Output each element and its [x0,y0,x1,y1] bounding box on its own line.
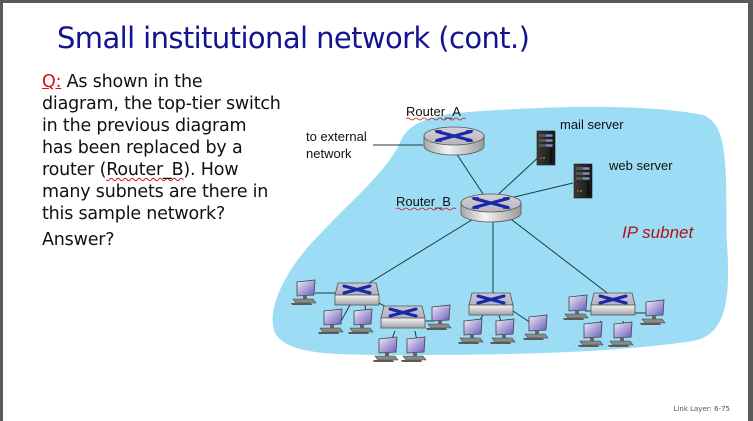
spellcheck-underline [395,207,457,211]
spellcheck-underline [405,117,467,121]
web-server-label: web server [608,158,673,173]
router-reference: Router_B [106,160,184,180]
question-text-before: As shown in the diagram, the top-tier sw… [42,72,281,180]
mail-server-label: mail server [560,117,624,132]
web-server-icon [573,163,593,199]
network-diagram: Router_A to external network Router_B ma… [272,104,729,363]
router-a [422,125,486,157]
question-label: Q: [42,72,62,92]
external-network-label-line1: to external [306,129,367,144]
switch-2 [379,304,427,330]
answer-prompt: Answer? [42,230,115,250]
slide-title: Small institutional network (cont.) [57,21,530,55]
router-b-label: Router_B [396,194,451,209]
ip-subnet-label: IP subnet [622,223,694,242]
switch-4 [589,291,637,317]
link-routerb-switch1 [360,212,484,289]
switch-3 [467,291,515,317]
external-network-label-line2: network [306,146,352,161]
router-a-label: Router_A [406,104,461,119]
mail-server-icon [536,130,556,166]
question-text: Q: As shown in the diagram, the top-tier… [42,71,282,225]
switch-1 [333,281,381,307]
router-b [459,192,523,224]
slide-footer: Link Layer: 6-75 [673,405,730,413]
question-text-after: ). How many subnets are there in this sa… [42,160,269,224]
link-routerb-switch4 [502,212,616,300]
slide: Small institutional network (cont.) Q: A… [3,3,748,421]
question-block: Q: As shown in the diagram, the top-tier… [42,71,282,251]
